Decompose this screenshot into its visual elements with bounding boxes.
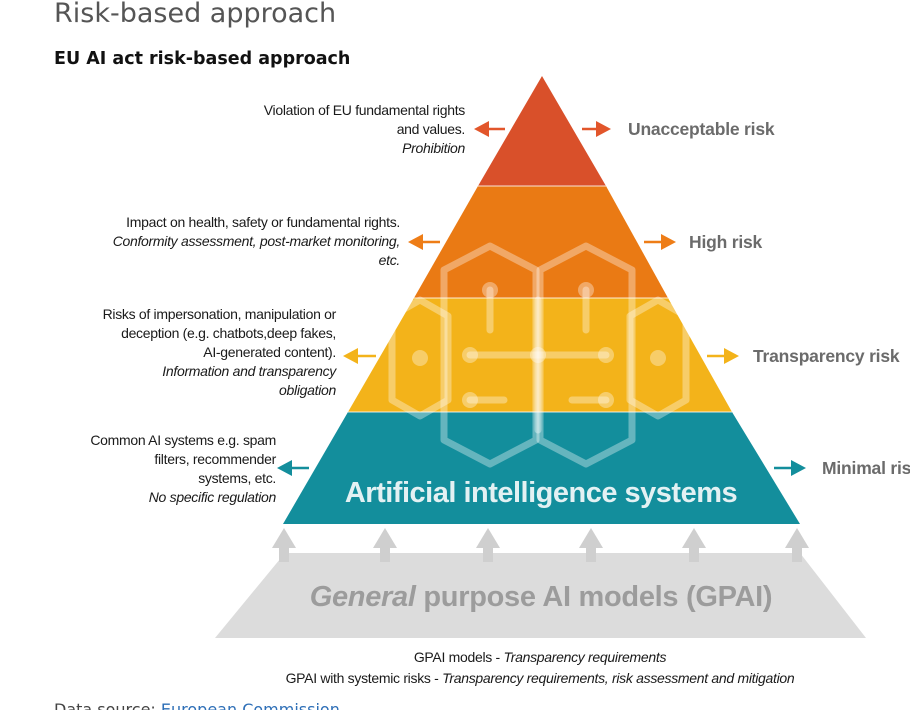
gpai-arrow: [579, 528, 603, 562]
desc-high: Impact on health, safety or fundamental …: [112, 213, 401, 270]
left-arrows: [277, 121, 505, 476]
arrow-right-transparency: [707, 348, 739, 364]
gpai-arrow: [272, 528, 296, 562]
desc-line: Impact on health, safety or fundamental …: [126, 214, 400, 230]
desc-line: and values.: [396, 121, 466, 137]
level-high-risk: [414, 186, 668, 298]
desc-unacceptable: Violation of EU fundamental rights and v…: [263, 101, 466, 158]
risk-label-high: High risk: [689, 232, 763, 252]
ai-circuit-watermark: [388, 242, 690, 468]
ai-systems-label: Artificial intelligence systems: [345, 477, 737, 509]
gpai-arrow: [785, 528, 809, 562]
obligation-line: No specific regulation: [148, 489, 277, 505]
obligation-line: Information and transparency: [162, 363, 336, 379]
page-heading: Risk-based approach: [54, 0, 337, 29]
desc-line: Risks of impersonation, manipulation or: [102, 306, 337, 322]
obligation-line: etc.: [378, 252, 401, 268]
desc-line: Violation of EU fundamental rights: [263, 102, 466, 118]
gpai-arrow: [476, 528, 500, 562]
gpai-note: GPAI models - Transparency requirements: [255, 647, 825, 668]
risk-label-unacceptable: Unacceptable risk: [628, 119, 775, 139]
gpai-arrow: [682, 528, 706, 562]
level-transparency: [348, 298, 732, 412]
level-dividers: [348, 185, 732, 413]
gpai-label: General purpose AI models (GPAI): [310, 581, 773, 613]
desc-line: AI-generated content).: [203, 344, 336, 360]
gpai-arrow: [373, 528, 397, 562]
gpai-note-detail: Transparency requirements, risk assessme…: [442, 670, 795, 686]
desc-line: systems, etc.: [198, 470, 276, 486]
source-line: Data source: European Commission: [54, 700, 340, 710]
gpai-arrows: [272, 528, 809, 562]
level-minimal: [283, 412, 800, 524]
obligation-line: Prohibition: [402, 140, 465, 156]
gpai-note-lead: GPAI models -: [413, 649, 504, 665]
arrow-right-minimal: [774, 460, 806, 476]
risk-label-transparency: Transparency risk: [753, 346, 900, 366]
risk-label-minimal: Minimal ris: [822, 458, 910, 478]
obligation-line: Conformity assessment, post-market monit…: [112, 233, 401, 249]
gpai-base: [215, 553, 866, 638]
arrow-right-unacceptable: [582, 121, 611, 137]
gpai-notes: GPAI models - Transparency requirements …: [255, 647, 825, 689]
arrow-left-transparency: [343, 348, 376, 364]
desc-line: deception (e.g. chatbots,deep fakes,: [121, 325, 336, 341]
desc-minimal: Common AI systems e.g. spam filters, rec…: [90, 431, 276, 507]
gpai-note: GPAI with systemic risks - Transparency …: [255, 668, 825, 689]
source-lead: Data source:: [54, 700, 161, 710]
arrow-left-minimal: [277, 460, 309, 476]
desc-transparency: Risks of impersonation, manipulation or …: [102, 305, 337, 400]
ai-circuit-nodes: [412, 282, 666, 408]
gpai-label-rest: purpose AI models (GPAI): [416, 581, 773, 613]
desc-line: filters, recommender: [154, 451, 276, 467]
figure-title: EU AI act risk-based approach: [54, 49, 351, 69]
source-link[interactable]: European Commission: [160, 700, 340, 710]
arrow-right-high: [644, 234, 676, 250]
right-arrows: [582, 121, 806, 476]
desc-line: Common AI systems e.g. spam: [90, 432, 276, 448]
arrow-left-unacceptable: [474, 121, 505, 137]
gpai-note-detail: Transparency requirements: [503, 649, 667, 665]
obligation-line: obligation: [279, 382, 336, 398]
gpai-note-lead: GPAI with systemic risks -: [285, 670, 443, 686]
level-unacceptable: [478, 76, 606, 186]
arrow-left-high: [408, 234, 440, 250]
gpai-label-italic: General: [310, 581, 417, 613]
